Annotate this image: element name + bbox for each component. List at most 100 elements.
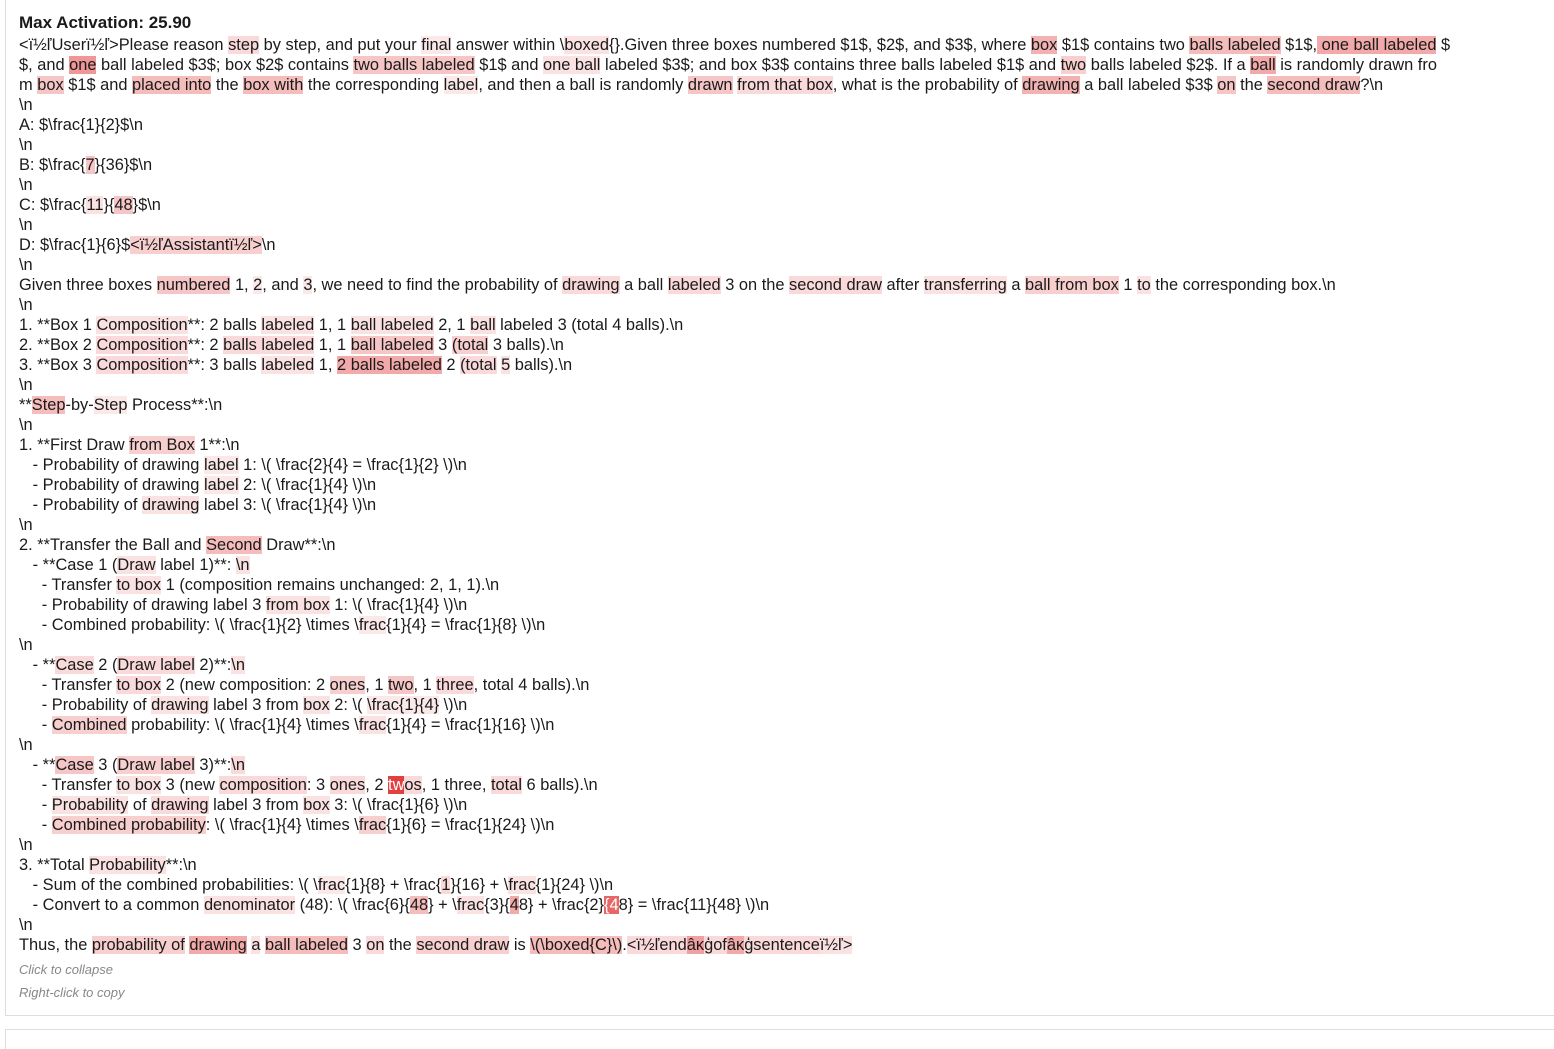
token: {1}{4} = \frac{1}{8} \)\n \n - ** (19, 616, 546, 674)
token: frac (317, 876, 346, 894)
token: composition (219, 776, 307, 794)
token: (total (460, 356, 497, 374)
token: 8} = \frac{11}{48} \)\n \n Thus, the (19, 896, 770, 954)
token: 7 (85, 156, 95, 174)
token: two balls labeled (353, 56, 475, 74)
token: -by- (65, 396, 94, 414)
token: \n (235, 556, 250, 574)
token: by step, and put your (259, 36, 422, 54)
token: frac (508, 876, 536, 894)
token: ball (470, 316, 496, 334)
token: of (128, 796, 152, 814)
token: 5 (501, 356, 511, 374)
token: Probability (51, 796, 129, 814)
token: drawing (1022, 76, 1080, 94)
token: , total 4 balls).\n - Probability of (41, 676, 590, 714)
token: ball labeled $3$; box $2$ contains (96, 56, 354, 74)
token: <ï½ľAssistantï½ľ> (130, 236, 262, 254)
token: $1$, (1280, 36, 1318, 54)
token: second draw (789, 276, 882, 294)
token: frac (358, 616, 387, 634)
token: labeled 3 (total 4 balls).\n 2. **Box 2 (19, 316, 684, 354)
token: Second (206, 536, 262, 554)
token: Process**:\n \n 1. **First Draw (19, 396, 223, 454)
token: Composition (96, 356, 188, 374)
token: 1, 1 (314, 316, 351, 334)
token: Case (55, 656, 94, 674)
token: , we need to find the probability of (312, 276, 563, 294)
feature-activation-panel (5, 0, 1554, 1016)
token: ģof (704, 936, 727, 954)
token: one ball (543, 56, 601, 74)
token: 3 (new (161, 776, 220, 794)
token: labeled (261, 356, 315, 374)
token: (total (451, 336, 489, 354)
token: **: 3 balls (187, 356, 262, 374)
token: Composition (96, 336, 188, 354)
token: label (203, 476, 239, 494)
token: \n (231, 656, 245, 674)
token: 3 ( (93, 756, 118, 774)
token: a (1006, 276, 1026, 294)
token: \frac{1}{4} (367, 696, 440, 714)
token: the (1235, 76, 1268, 94)
token: drawing (151, 796, 209, 814)
token: on (1217, 76, 1236, 94)
token: <ï½ľUserï½ľ>Please reason (19, 36, 229, 54)
token: $1$ and (63, 76, 133, 94)
token: transferring (923, 276, 1007, 294)
token: total (490, 776, 522, 794)
token: 1, (230, 276, 254, 294)
token: drawing (562, 276, 620, 294)
token: boxed (564, 36, 609, 54)
token: a ball labeled $3$ (1079, 76, 1218, 94)
token: label 3 from (208, 796, 304, 814)
token: label (203, 456, 239, 474)
token: ?\n \n A: $\frac{1}{2}$\n \n B: $\frac{ (19, 76, 1384, 174)
token: is (509, 936, 531, 954)
token: ball from box (1025, 276, 1119, 294)
token: after (881, 276, 924, 294)
token: . (622, 936, 627, 954)
token: ones (329, 676, 366, 694)
token: label 3: \( \frac{1}{4} \)\n \n 2. **Tra… (19, 496, 377, 554)
token: frac (358, 716, 387, 734)
token: - Transfer (41, 576, 112, 594)
token: numbered (156, 276, 231, 294)
token: 2 ( (93, 656, 118, 674)
token: box with (243, 76, 304, 94)
token: 1 (1118, 276, 1138, 294)
token: 1, 1 (314, 336, 351, 354)
token: 3 (433, 336, 452, 354)
token: , 1 (413, 676, 437, 694)
token: answer within \ (451, 36, 565, 54)
token: (48): \( \frac{6}{ (295, 896, 410, 914)
token: balls).\n \n ** (19, 356, 573, 414)
token: âĸ (686, 936, 705, 954)
token: tw (388, 776, 405, 794)
token: ball labeled (265, 936, 348, 954)
token: three (436, 676, 474, 694)
token: \)\n - (41, 696, 468, 734)
collapse-link[interactable]: Click to collapse (19, 962, 113, 977)
token: frac (456, 896, 485, 914)
token: ï½ľ> (819, 936, 853, 954)
token: $1$ contains two (1057, 36, 1190, 54)
token: from Box (129, 436, 195, 454)
token: second draw (416, 936, 510, 954)
token: labeled (667, 276, 721, 294)
token: }{36}$\n \n C: $\frac{ (19, 156, 153, 214)
token: Draw label (117, 756, 195, 774)
token: to (1137, 276, 1151, 294)
token: box (303, 696, 330, 714)
token: drawing (189, 936, 247, 954)
token: 1 (composition remains unchanged: 2, 1, … (41, 576, 500, 614)
token: ģsentence (744, 936, 820, 954)
token: {1}{8} + \frac{ (345, 876, 442, 894)
token: , 2 (365, 776, 389, 794)
token: a (251, 936, 261, 954)
token: balls labeled (223, 336, 315, 354)
token: labeled (261, 316, 315, 334)
token: 3)**: (194, 756, 232, 774)
token: 48 (409, 896, 429, 914)
